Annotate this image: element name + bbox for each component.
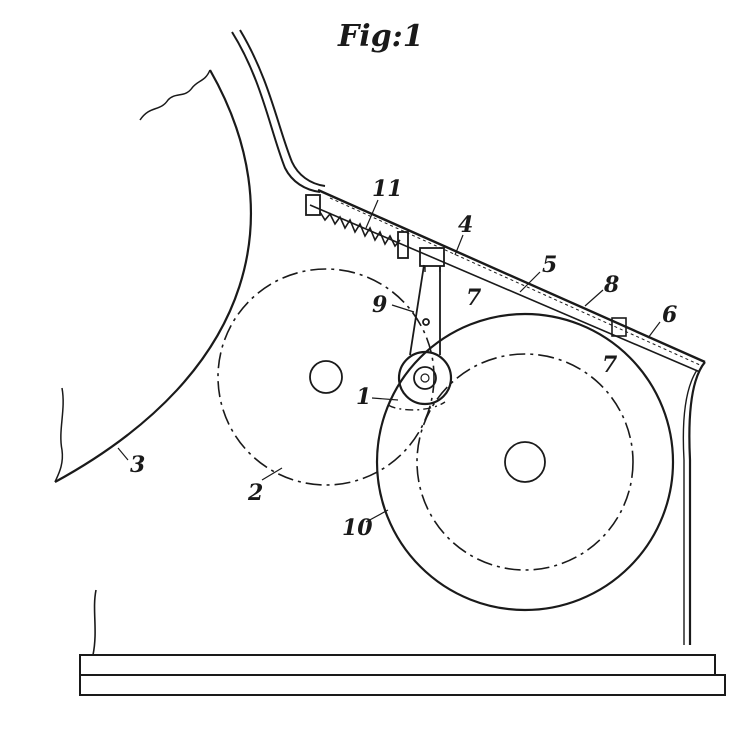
label-3: 3 [130, 452, 145, 478]
label-2: 2 [247, 480, 263, 506]
wheel-10 [375, 312, 675, 612]
drum-3 [54, 69, 253, 483]
label-6: 6 [662, 302, 677, 328]
label-7b: 7 [602, 352, 618, 378]
wheel-2 [217, 268, 435, 486]
figure-title: Fig:1 [337, 19, 424, 54]
bracket [419, 247, 627, 337]
label-7a: 7 [466, 285, 482, 311]
label-8: 8 [603, 272, 619, 298]
label-11: 11 [372, 176, 403, 202]
label-4: 4 [458, 212, 473, 238]
lever-9 [409, 264, 441, 356]
label-5: 5 [542, 252, 557, 278]
base-plate [79, 654, 726, 696]
spring-11 [305, 194, 409, 259]
label-9: 9 [372, 292, 387, 318]
leader-lines [117, 199, 661, 523]
label-1: 1 [356, 384, 371, 410]
label-10: 10 [342, 515, 373, 541]
pinion-1 [387, 350, 453, 411]
housing [92, 29, 706, 656]
